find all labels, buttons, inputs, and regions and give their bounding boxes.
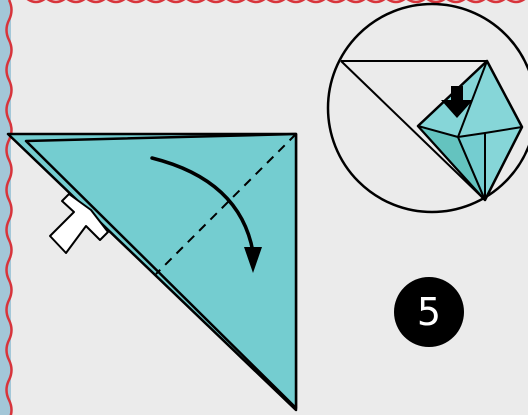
step-number: 5 (417, 293, 441, 331)
left-scalloped-border (0, 0, 12, 415)
step-number-badge: 5 (394, 277, 464, 347)
top-scalloped-border (26, 0, 526, 2)
detail-view-circle (328, 4, 528, 212)
